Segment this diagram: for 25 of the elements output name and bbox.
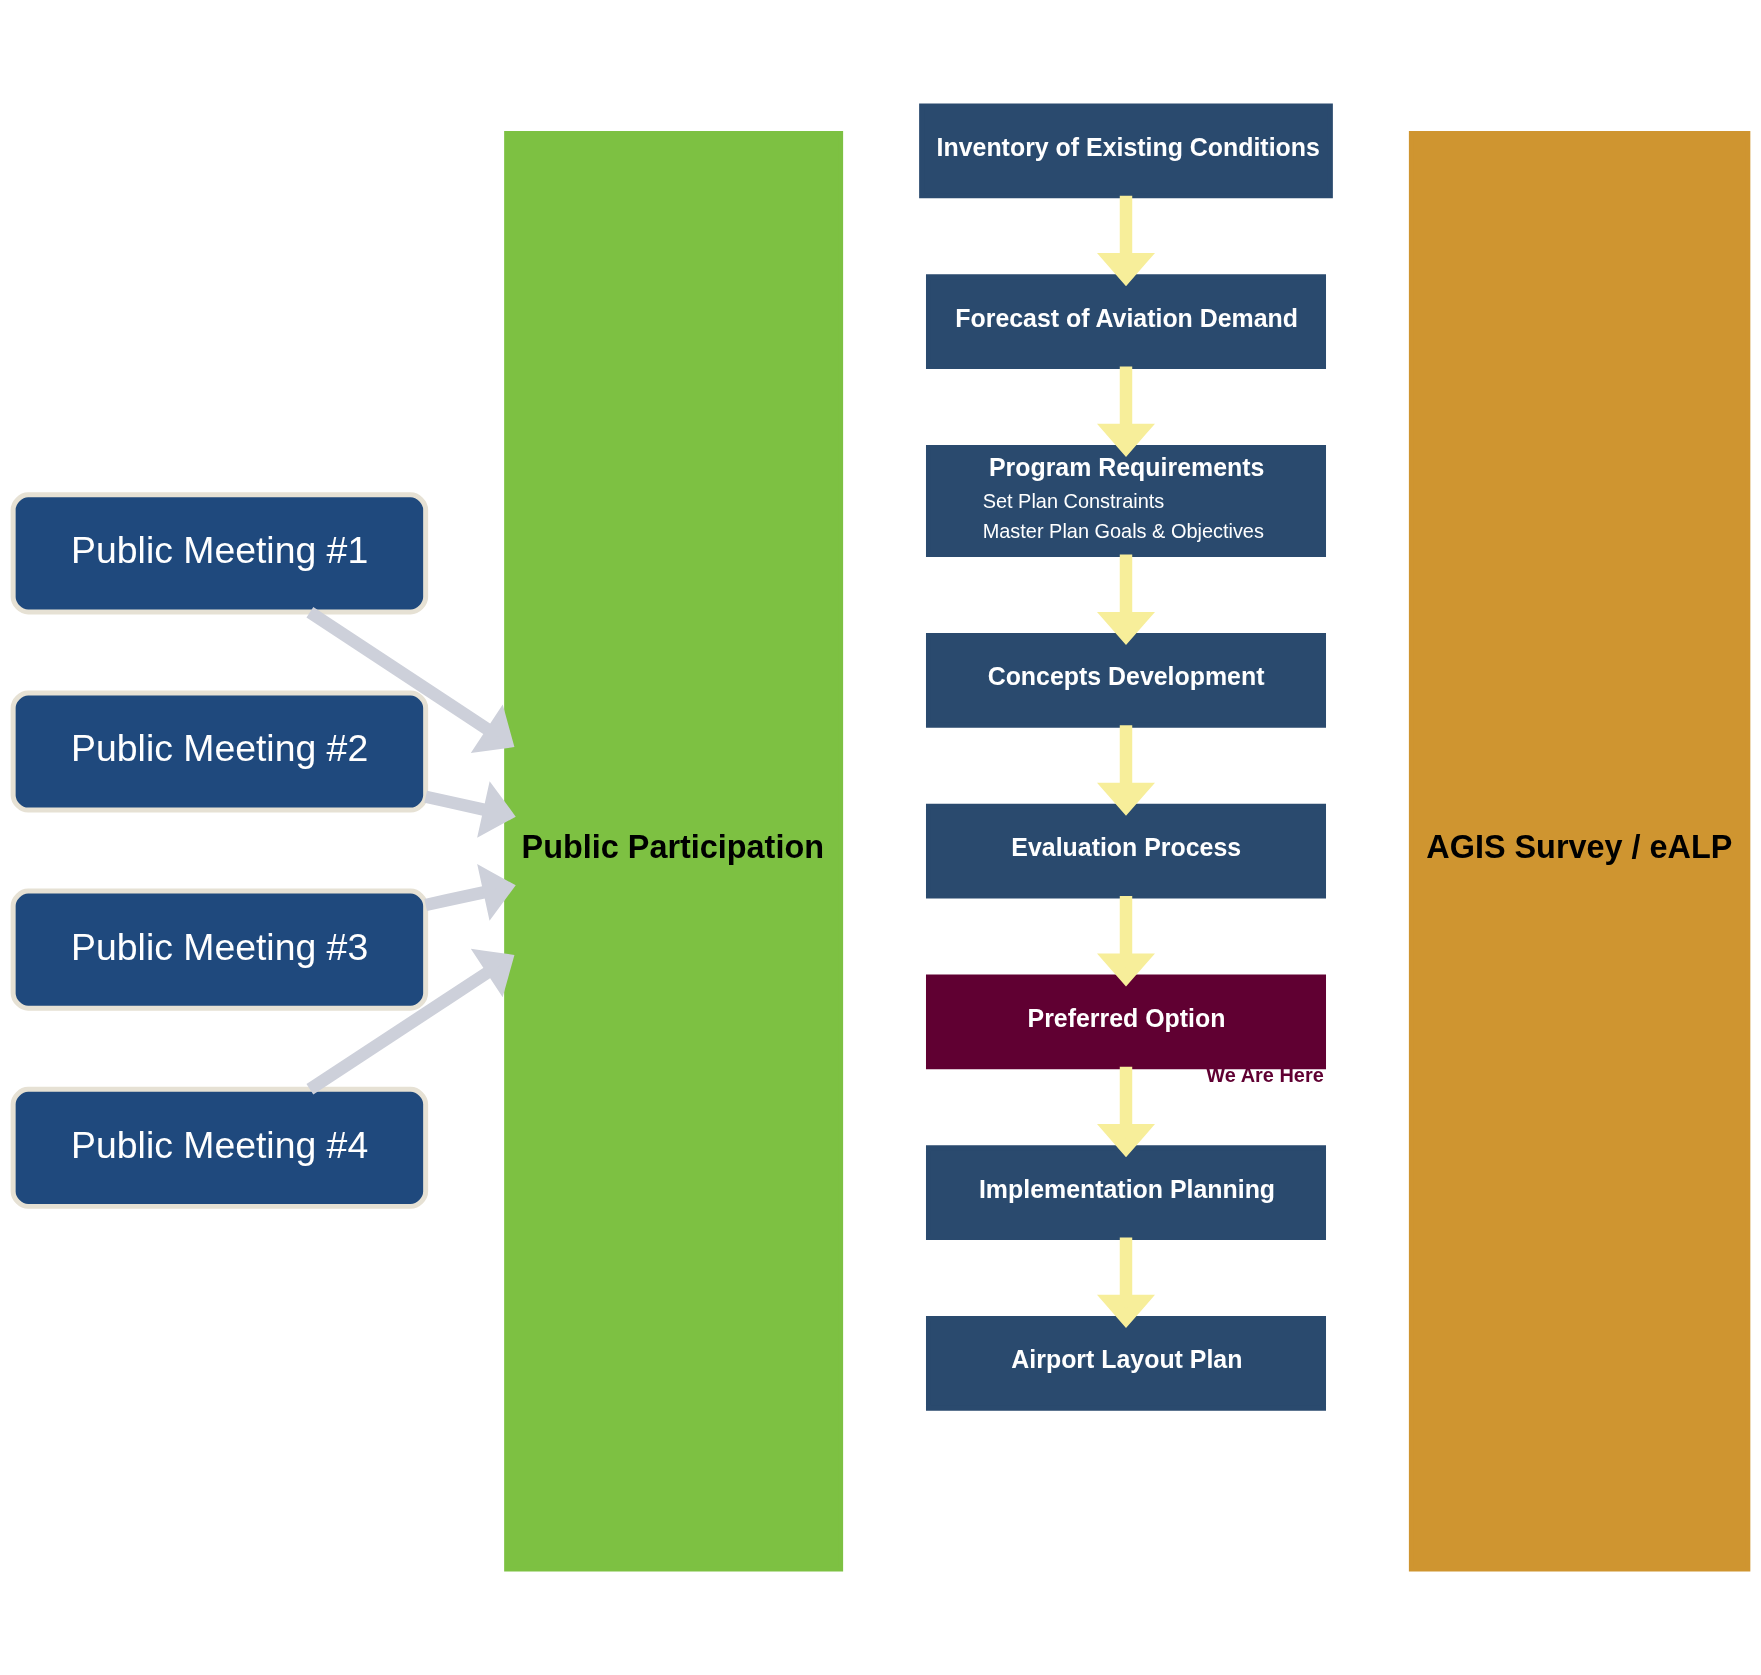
node-box: Preferred Option [926, 974, 1326, 1070]
arrow [1097, 1237, 1155, 1328]
arrow [424, 781, 516, 838]
node-box: Forecast of Aviation Demand [926, 274, 1326, 369]
node-box: Public Meeting #3 [10, 888, 429, 1011]
arrow [306, 948, 515, 1095]
node-box: Airport Layout Plan [926, 1316, 1326, 1411]
node-box: Evaluation Process [926, 803, 1326, 899]
node-box: Program Requirements Set Plan Constraints Master Plan Goals & Objectives [926, 444, 1326, 558]
arrow [424, 864, 516, 921]
node-box: AGIS Survey / eALP [1408, 130, 1751, 1572]
arrow [1097, 896, 1155, 987]
node-box: Public Meeting #4 [10, 1086, 429, 1209]
node-box: Inventory of Existing Conditions [919, 103, 1333, 199]
arrow [1097, 725, 1155, 816]
arrow [1097, 554, 1155, 646]
node-box: Public Meeting #2 [10, 690, 429, 813]
node-box: Public Meeting #1 [10, 492, 429, 615]
arrow [306, 607, 515, 754]
node-box: Public Participation [504, 130, 844, 1572]
node-box: Implementation Planning [926, 1145, 1326, 1240]
arrow [1097, 1066, 1155, 1158]
node-box: Concepts Development [926, 633, 1326, 728]
arrow [1097, 195, 1155, 287]
arrow [1097, 366, 1155, 457]
